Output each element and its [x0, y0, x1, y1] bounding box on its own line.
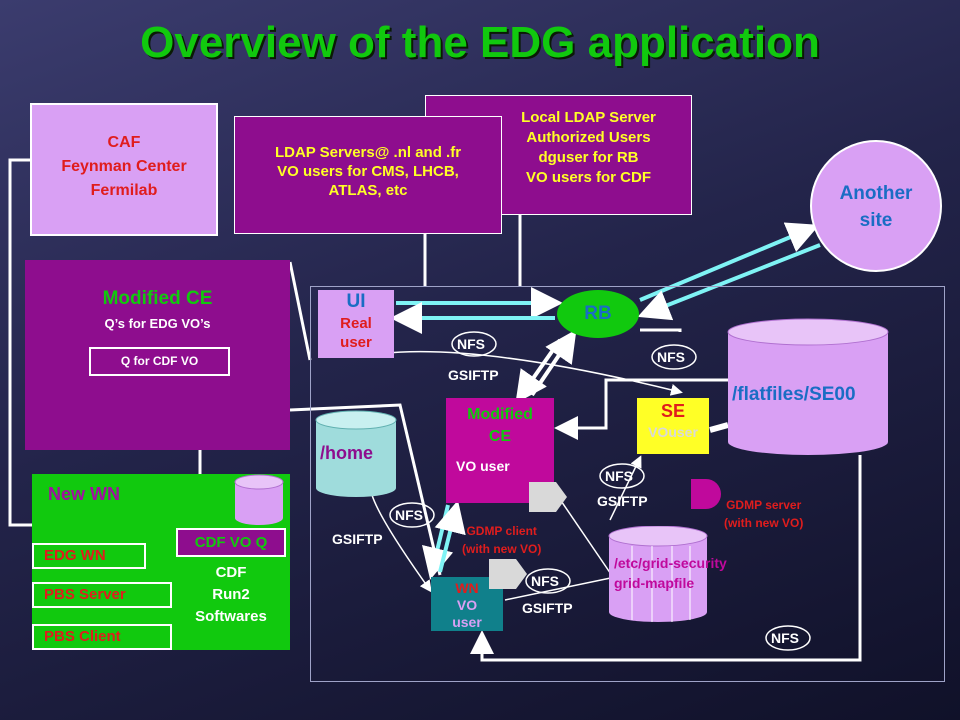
- nfs-tag: [389, 502, 435, 528]
- gsiftp-label: GSIFTP: [332, 531, 383, 547]
- software-line: Run2: [212, 586, 250, 603]
- modified-ce-mid-title-line: CE: [488, 428, 512, 445]
- nfs-label: NFS: [395, 507, 423, 523]
- se-title: SE: [660, 401, 685, 421]
- nfs-label: NFS: [605, 468, 633, 484]
- caf-title: CAF: [107, 134, 141, 151]
- site-frame: [310, 286, 945, 682]
- cdf-vo-queue: Q for CDF VO: [89, 347, 230, 376]
- wn-title: WN: [455, 580, 479, 596]
- new-wn-database-icon: [234, 474, 284, 525]
- nfs-label: NFS: [531, 573, 559, 589]
- another-site-circle: Another site: [810, 140, 942, 272]
- modified-ce-mid-sub: VO user: [456, 458, 510, 474]
- home-label: /home: [320, 443, 374, 463]
- ldap-remote-line: ATLAS, etc: [328, 182, 408, 199]
- grid-security-label: /etc/grid-security grid-mapfile: [614, 553, 727, 593]
- modified-ce-mid-title-line: Modified: [467, 406, 533, 423]
- ui-line: Real: [340, 315, 372, 332]
- grid-security-line: grid-mapfile: [614, 575, 695, 591]
- ldap-local-line: VO users for CDF: [525, 169, 652, 186]
- wn-line: user: [452, 614, 482, 630]
- gdmp-client-line: (with new VO): [462, 542, 542, 556]
- ldap-local-line: Local LDAP Server: [521, 109, 656, 126]
- caf-box: CAF Feynman Center Fermilab: [30, 103, 218, 236]
- home-database-icon: [315, 410, 397, 497]
- modified-ce-left-subtitle: Q’s for EDG VO’s: [104, 316, 211, 331]
- modified-ce-left-title: Modified CE: [102, 288, 213, 309]
- nfs-tag: [525, 568, 571, 594]
- flatfiles-label: /flatfiles/SE00: [732, 384, 856, 405]
- gdmp-client-tag-icon: [529, 482, 567, 512]
- new-wn-title: New WN: [48, 484, 120, 504]
- nfs-tag: [765, 625, 811, 651]
- modified-ce-left-box: Modified CE Q’s for EDG VO’s: [25, 260, 290, 450]
- nfs-label: NFS: [457, 336, 485, 352]
- gdmp-client-label: GDMP client (with new VO): [462, 522, 541, 558]
- software-line: CDF: [215, 564, 247, 581]
- ui-box: UI Real user: [318, 290, 394, 358]
- gdmp-server-shape-icon: [691, 479, 721, 509]
- caf-org: Fermilab: [90, 182, 158, 199]
- gdmp-server-line: GDMP server: [726, 498, 802, 512]
- caf-location: Feynman Center: [61, 158, 187, 175]
- wn-tag-icon: [489, 559, 527, 589]
- flatfiles-database-icon: [727, 318, 889, 455]
- rb-ellipse: RB: [557, 290, 639, 338]
- cdf-vo-q-label: CDF VO Q: [176, 528, 286, 557]
- remote-ldap-servers-box: LDAP Servers@ .nl and .fr VO users for C…: [234, 116, 502, 234]
- gdmp-client-line: GDMP client: [466, 524, 537, 538]
- nfs-tag: [651, 344, 697, 370]
- gsiftp-label: GSIFTP: [448, 367, 499, 383]
- ldap-remote-line: VO users for CMS, LHCB,: [277, 163, 459, 180]
- modified-ce-mid-title: Modified CE: [446, 404, 554, 448]
- ui-line: user: [340, 334, 372, 351]
- pbs-server-label: PBS Server: [32, 582, 172, 608]
- another-site-label: site: [859, 210, 893, 231]
- gdmp-server-line: (with new VO): [724, 516, 804, 530]
- wn-line: VO: [456, 597, 478, 613]
- gsiftp-label: GSIFTP: [522, 600, 573, 616]
- another-site-label: Another: [839, 183, 913, 204]
- ldap-remote-line: LDAP Servers@ .nl and .fr: [274, 144, 462, 161]
- se-box: SE VOuser: [637, 398, 709, 454]
- caf-bracket-line: [8, 158, 32, 527]
- edg-wn-label: EDG WN: [32, 543, 146, 569]
- nfs-tag: [599, 463, 645, 489]
- software-line: Softwares: [195, 608, 267, 625]
- ldap-local-line: Authorized Users: [526, 129, 651, 146]
- nfs-label: NFS: [771, 630, 799, 646]
- grid-security-database-icon: [608, 526, 708, 622]
- se-sub: VOuser: [648, 424, 698, 440]
- pbs-client-label: PBS Client: [32, 624, 172, 650]
- gdmp-server-label: GDMP server (with new VO): [724, 496, 803, 532]
- page-title: Overview of the EDG application: [140, 18, 820, 67]
- ldap-local-line: dguser for RB: [538, 149, 639, 166]
- nfs-label: NFS: [657, 349, 685, 365]
- nfs-tag: [451, 331, 497, 357]
- grid-security-line: /etc/grid-security: [614, 555, 727, 571]
- cdf-software-label: CDF Run2 Softwares: [176, 562, 286, 628]
- gsiftp-label: GSIFTP: [597, 493, 648, 509]
- ui-title: UI: [346, 291, 366, 312]
